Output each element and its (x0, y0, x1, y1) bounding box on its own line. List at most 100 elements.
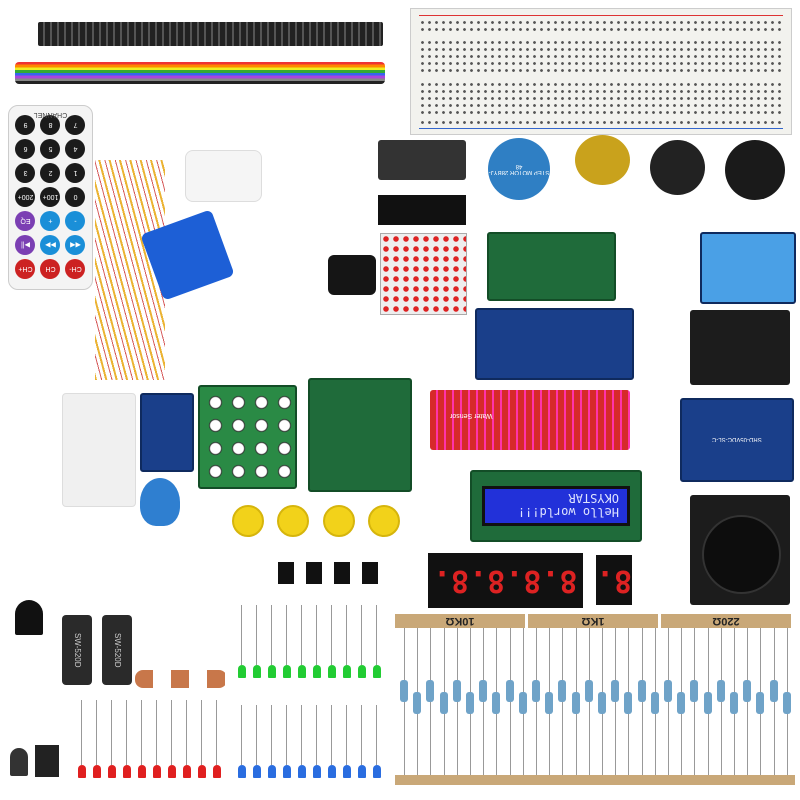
joystick-module (690, 495, 790, 605)
led (313, 765, 321, 778)
led (238, 765, 246, 778)
led (183, 765, 191, 778)
led-leg (346, 705, 347, 765)
yellow-cap (232, 505, 264, 537)
single-digit-value: 8. (596, 562, 633, 598)
resistor (518, 692, 527, 714)
yellow-cap (323, 505, 355, 537)
remote-key: 8 (40, 115, 61, 135)
led-leg (271, 605, 272, 665)
rtc-module (487, 232, 616, 301)
remote-key: - (65, 211, 86, 231)
resistor (730, 692, 738, 714)
led-leg (376, 705, 377, 765)
led-leg (301, 605, 302, 665)
remote-key: CH- (65, 259, 86, 279)
led-leg (301, 705, 302, 765)
resistor (650, 692, 659, 714)
led (358, 665, 366, 678)
lcd-screen: Hello world!!! OKYSTAR (482, 486, 630, 526)
led-leg (331, 605, 332, 665)
led (78, 765, 86, 778)
led-leg (186, 700, 187, 765)
stepper-driver-board (308, 378, 412, 492)
stepper-label: STEP MOTOR 28BYJ-48 (488, 163, 550, 175)
stepper-motor: STEP MOTOR 28BYJ-48 (488, 138, 550, 200)
photoresistors (135, 670, 227, 688)
remote-key: ▶▶ (40, 235, 61, 255)
water-sensor: Water Sensor (430, 390, 630, 450)
resistor (598, 692, 606, 714)
led-leg (376, 605, 377, 665)
led-leg (271, 705, 272, 765)
rfid-reader (140, 393, 194, 472)
remote-key: EQ (15, 211, 36, 231)
resistor (690, 680, 699, 702)
led-leg (171, 700, 172, 765)
led (108, 765, 116, 778)
led (123, 765, 131, 778)
led (298, 765, 306, 778)
battery-clip (328, 255, 376, 295)
remote-key: 200+ (15, 187, 36, 207)
resistor (677, 692, 686, 714)
remote-key: 2 (40, 163, 61, 183)
led (283, 765, 291, 778)
led (198, 765, 206, 778)
remote-key: 9 (15, 115, 36, 135)
dht11-sensor (700, 232, 796, 304)
resistor (637, 680, 646, 702)
led (253, 665, 261, 678)
remote-label: CHANNEL (33, 111, 68, 118)
led-leg (361, 605, 362, 665)
led (168, 765, 176, 778)
led (153, 765, 161, 778)
resistor (769, 680, 778, 702)
led (328, 665, 336, 678)
led-leg (316, 705, 317, 765)
led (343, 665, 351, 678)
ir-led (10, 748, 28, 776)
resistor (571, 692, 580, 714)
led-leg (316, 605, 317, 665)
remote-key: 3 (15, 163, 36, 183)
lcd-1602: Hello world!!! OKYSTAR (470, 470, 642, 542)
four-digit-value: 8.8.8.8. (433, 563, 578, 598)
led (138, 765, 146, 778)
led (358, 765, 366, 778)
led-leg (201, 700, 202, 765)
resistor-label-10k: 10KΩ (395, 614, 525, 628)
lcd-line-1: Hello world!!! (517, 505, 619, 519)
rfid-keyfob (140, 478, 180, 526)
remote-key: 100+ (40, 187, 61, 207)
rfid-card (62, 393, 136, 507)
led-leg (361, 705, 362, 765)
resistor (716, 680, 725, 702)
remote-key: 4 (65, 139, 86, 159)
transistor (15, 600, 43, 635)
yellow-cap (277, 505, 309, 537)
led (313, 665, 321, 678)
single-digit-7seg: 8. (596, 555, 632, 605)
led-leg (141, 700, 142, 765)
resistor (611, 680, 620, 702)
led-leg (256, 605, 257, 665)
tilt-switch: SW-520D (102, 615, 132, 685)
four-digit-7seg: 8.8.8.8. (428, 553, 583, 608)
led (238, 665, 246, 678)
remote-key: 7 (65, 115, 86, 135)
dupont-wire-ribbon (15, 62, 385, 84)
led (213, 765, 221, 778)
led-leg (81, 700, 82, 765)
remote-key: 6 (15, 139, 36, 159)
resistor (703, 692, 712, 714)
led (268, 765, 276, 778)
resistor (558, 680, 567, 702)
remote-key: CH (40, 259, 61, 279)
resistor (426, 680, 435, 702)
remote-key: 0 (65, 187, 86, 207)
resistor (743, 680, 752, 702)
resistor (400, 680, 408, 702)
led (268, 665, 276, 678)
